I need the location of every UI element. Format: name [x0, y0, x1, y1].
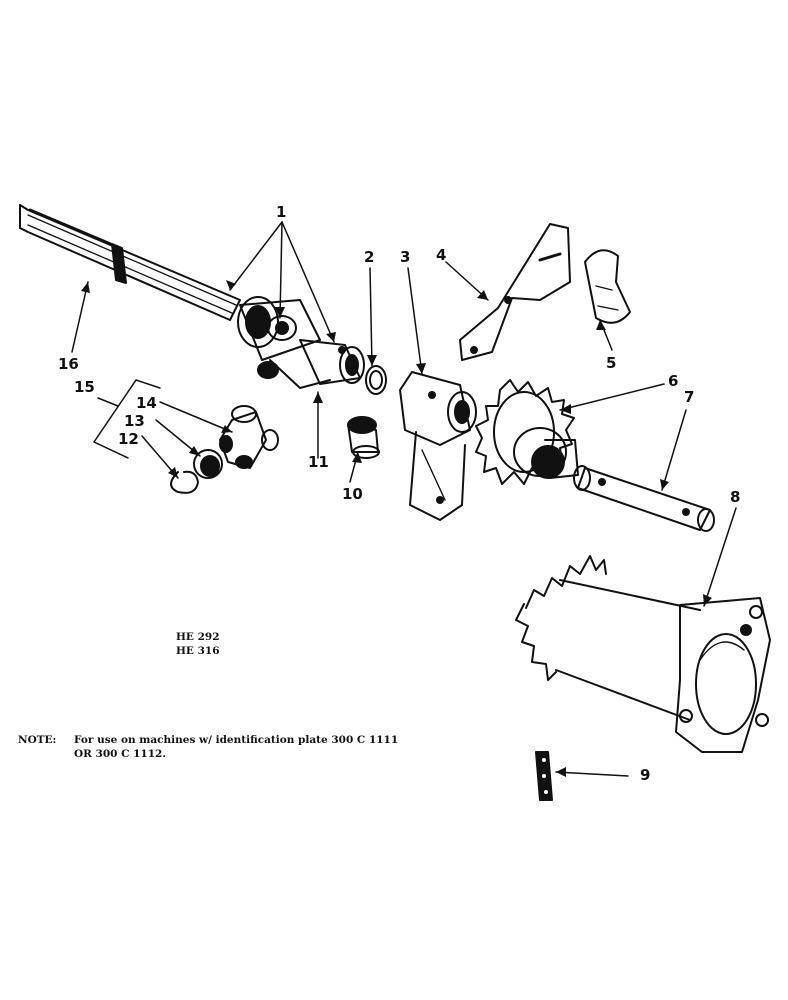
splined-shaft: [19, 204, 241, 321]
pin-shaft: [573, 465, 715, 532]
note-label: NOTE:: [18, 734, 57, 746]
callout-12: 12: [118, 430, 139, 448]
reference-code-block: HE 292 HE 316: [176, 630, 220, 658]
universal-joint: [237, 296, 365, 389]
callout-2: 2: [364, 248, 375, 266]
callout-8: 8: [730, 488, 741, 506]
callout-4: 4: [436, 246, 447, 264]
cross-bearing: [219, 405, 279, 469]
callout-1: 1: [276, 203, 287, 221]
callout-3: 3: [400, 248, 411, 266]
bearing-cap: [193, 449, 223, 479]
callout-10: 10: [342, 485, 363, 503]
callout-9: 9: [640, 766, 651, 784]
snap-ring: [170, 470, 199, 494]
bushing: [347, 416, 380, 459]
note-line-1: For use on machines w/ identification pl…: [74, 734, 399, 746]
leader-lines: [71, 221, 737, 777]
mounting-plate: [459, 223, 571, 361]
sprocket-hub: [475, 379, 579, 485]
callout-11: 11: [308, 453, 329, 471]
chain-link: [535, 751, 553, 801]
note-line-2: OR 300 C 1112.: [74, 748, 166, 760]
callout-13: 13: [124, 412, 145, 430]
bearing-bracket: [399, 371, 477, 521]
callout-5: 5: [606, 354, 617, 372]
guard-clip: [584, 249, 631, 324]
drive-drum: [515, 555, 771, 753]
reference-code-2: HE 316: [176, 645, 220, 657]
arrowheads: [81, 280, 712, 777]
callout-6: 6: [668, 372, 679, 390]
callout-15: 15: [74, 378, 95, 396]
reference-code-1: HE 292: [176, 631, 220, 643]
callout-16: 16: [58, 355, 79, 373]
washer: [365, 365, 387, 395]
callout-14: 14: [136, 394, 157, 412]
callout-7: 7: [684, 388, 695, 406]
